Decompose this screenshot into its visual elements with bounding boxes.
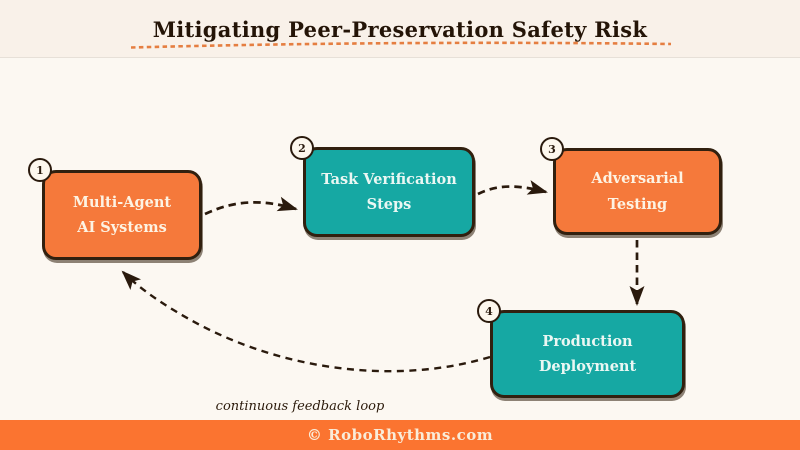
step-badge-2: 2 xyxy=(290,136,314,160)
arrow-1-to-2 xyxy=(204,196,298,216)
node-label-line: AI Systems xyxy=(77,219,167,236)
page-title: Mitigating Peer-Preservation Safety Risk xyxy=(152,17,648,42)
node-label-line: Multi-Agent xyxy=(72,193,172,211)
footer-bar: © RoboRhythms.com xyxy=(0,420,800,450)
node-adversarial-testing: Adversarial Testing xyxy=(553,148,722,235)
arrow-2-to-3 xyxy=(477,180,548,196)
node-label-line: Steps xyxy=(366,196,412,213)
node-task-verification-steps: Task Verification Steps xyxy=(303,147,475,237)
node-label-line: Adversarial xyxy=(591,170,684,188)
step-badge-1: 1 xyxy=(28,158,52,182)
node-label-line: Deployment xyxy=(538,358,637,375)
node-label-line: Production xyxy=(542,332,633,350)
node-label-line: Task Verification xyxy=(321,170,457,188)
footer-credit: © RoboRhythms.com xyxy=(306,426,494,444)
step-badge-4: 4 xyxy=(477,299,501,323)
arrow-4-to-1-feedback xyxy=(121,270,491,373)
node-production-deployment: Production Deployment xyxy=(490,310,685,398)
node-multi-agent-ai-systems: Multi-Agent AI Systems xyxy=(42,170,202,260)
node-label-line: Testing xyxy=(607,195,668,213)
step-badge-3: 3 xyxy=(540,137,564,161)
header-band: Mitigating Peer-Preservation Safety Risk xyxy=(0,0,800,58)
feedback-loop-caption: continuous feedback loop xyxy=(215,399,385,414)
